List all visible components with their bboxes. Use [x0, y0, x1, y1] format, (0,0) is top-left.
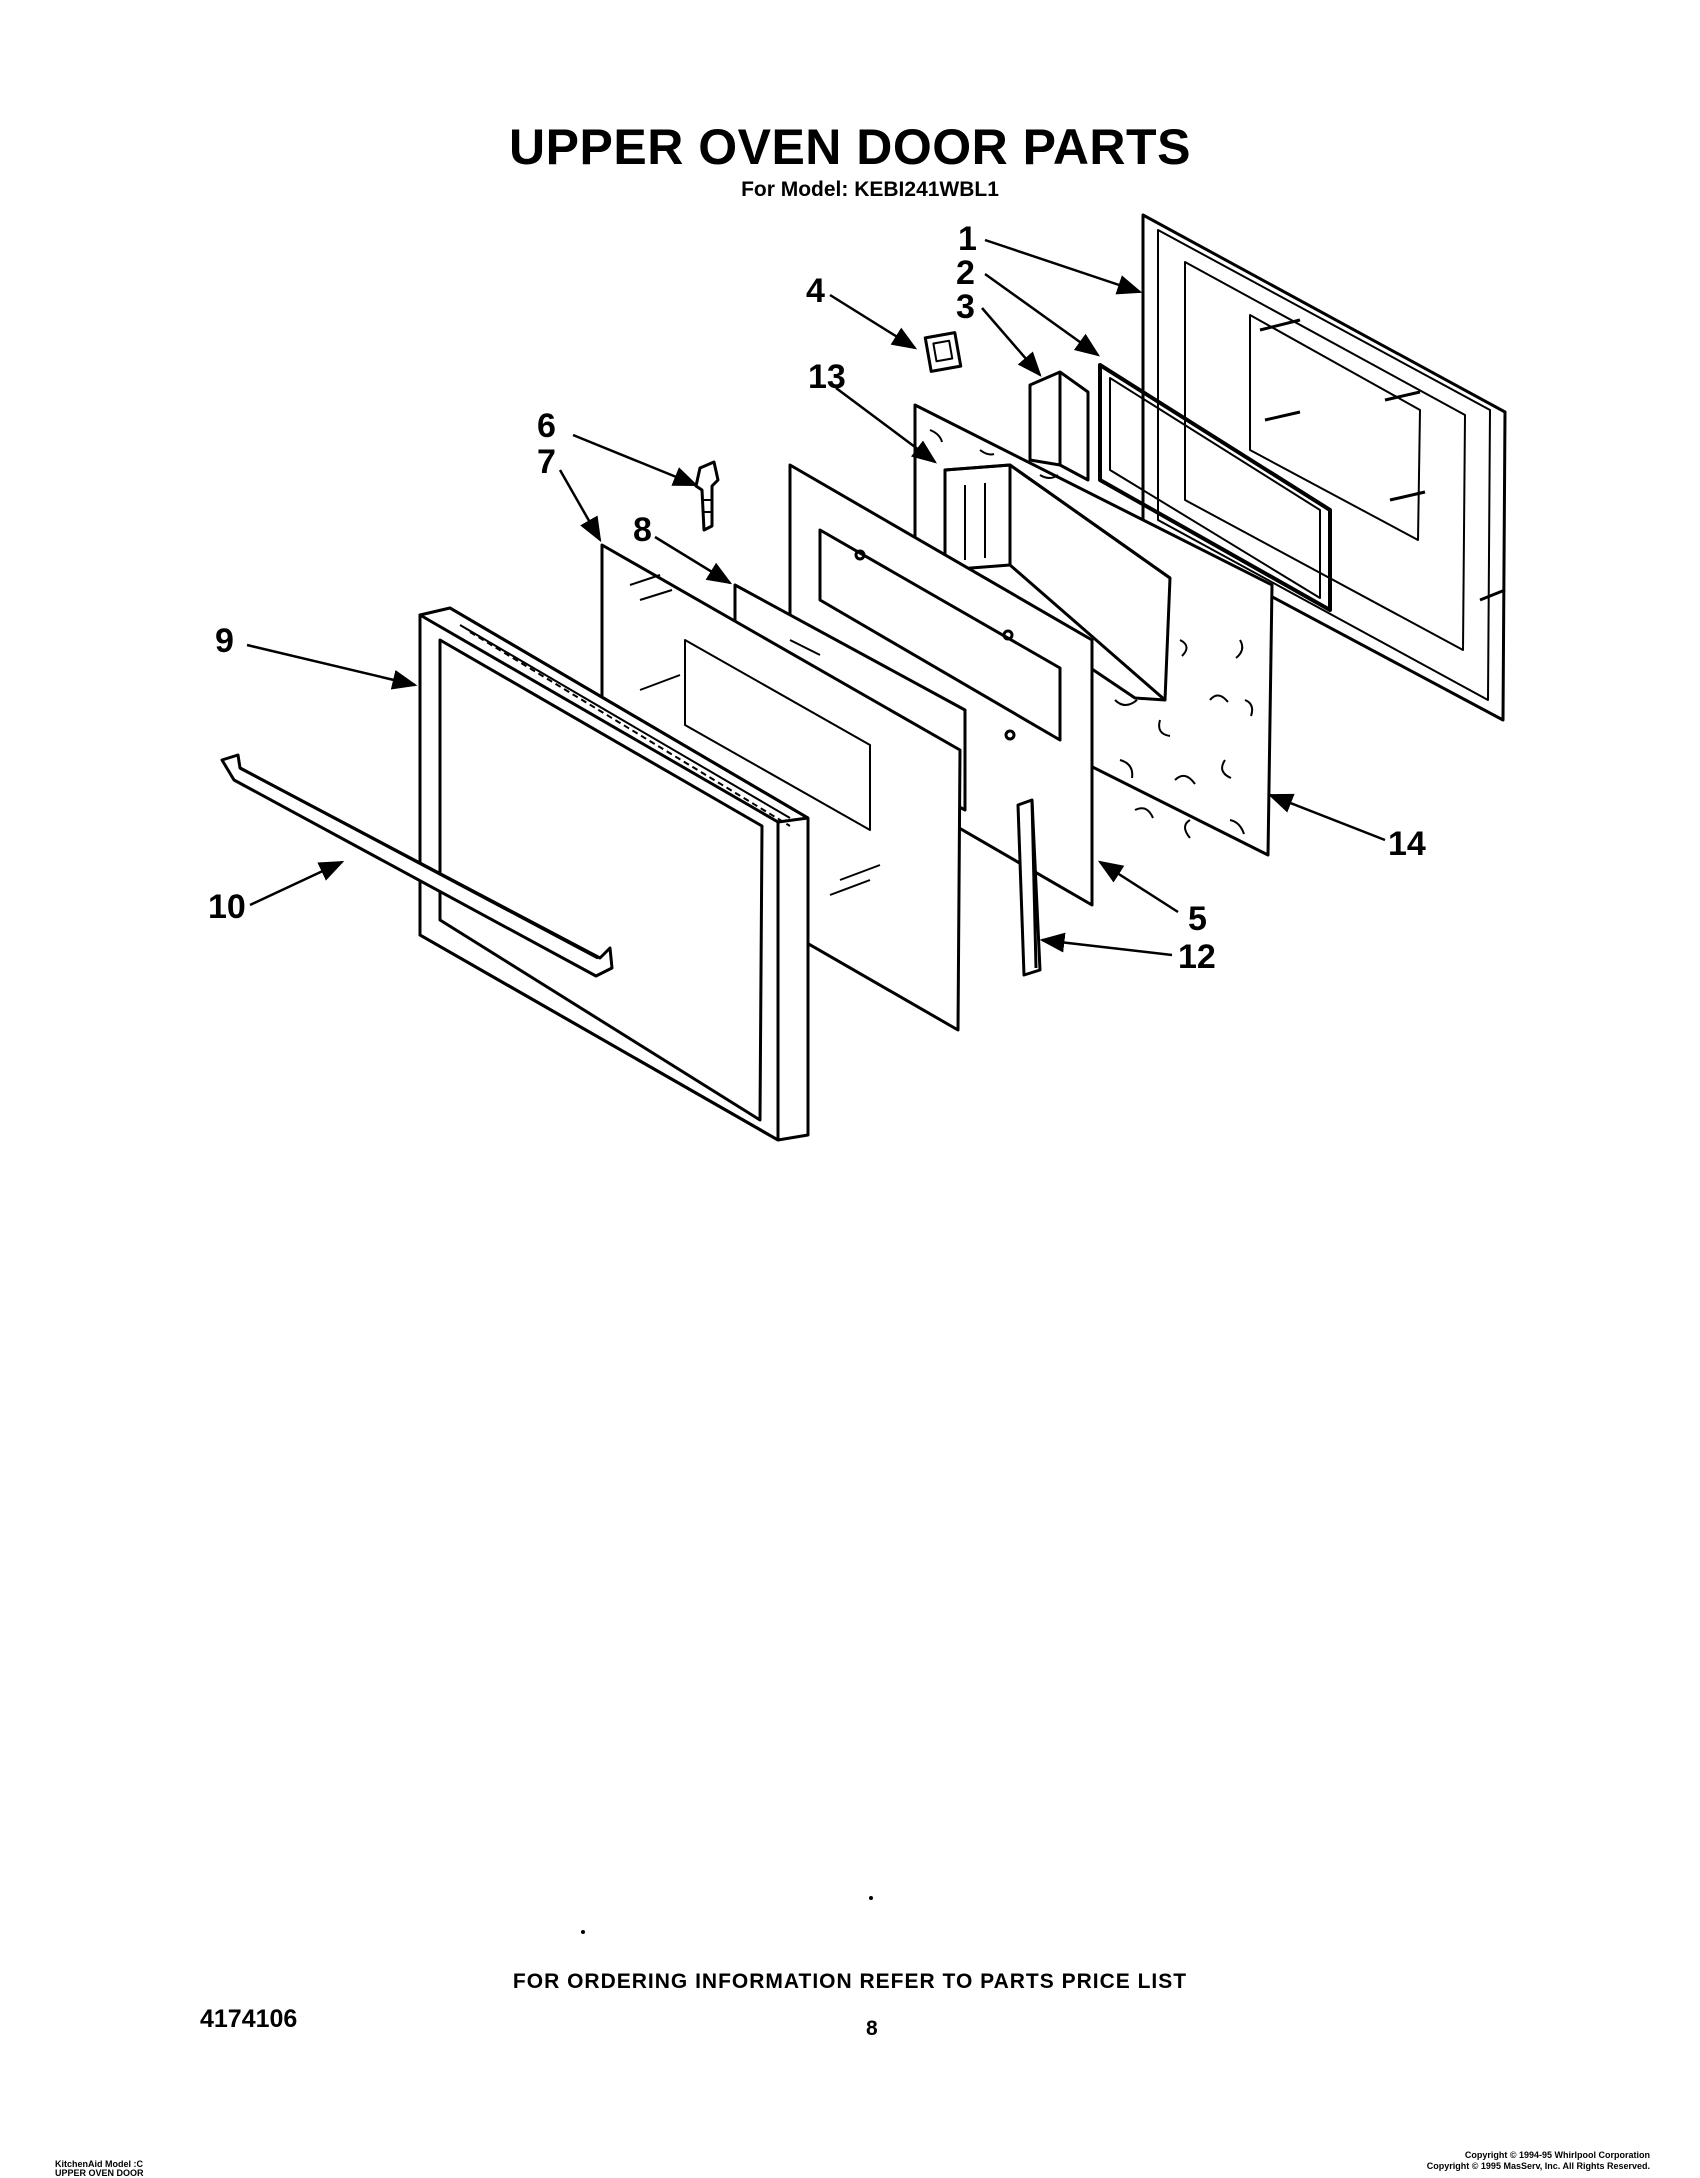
side-trim-strip [1016, 798, 1042, 977]
hinge-pin [694, 460, 720, 532]
callout-8: 8 [633, 511, 652, 549]
page-title: UPPER OVEN DOOR PARTS [509, 119, 1191, 175]
callout-labels: 1 2 3 4 5 6 7 8 9 10 12 13 14 [208, 220, 1426, 976]
door-handle [220, 753, 614, 978]
copyright-whirlpool: Copyright © 1994-95 Whirlpool Corporatio… [1464, 2150, 1650, 2160]
callout-3: 3 [956, 288, 975, 326]
callout-12: 12 [1178, 938, 1216, 976]
callout-4: 4 [806, 272, 825, 310]
air-duct-box [943, 463, 1172, 702]
callout-10: 10 [208, 888, 246, 926]
footer-model-line: KitchenAid Model :C [55, 2159, 143, 2169]
footer-model-info: KitchenAid Model :C UPPER OVEN DOOR [55, 2160, 144, 2178]
callout-5: 5 [1188, 900, 1207, 938]
callout-7: 7 [537, 443, 556, 481]
footer-copyright: Copyright © 1994-95 Whirlpool Corporatio… [1427, 2150, 1650, 2172]
callout-14: 14 [1388, 825, 1426, 863]
page-number: 8 [866, 2017, 878, 2040]
callout-2: 2 [956, 254, 975, 292]
door-channel [1028, 370, 1090, 482]
leader-lines [246, 238, 1386, 957]
document-number: 4174106 [200, 2005, 298, 2033]
outer-door-frame [418, 606, 810, 1142]
scan-specks [581, 1896, 873, 1934]
callout-6: 6 [537, 407, 556, 445]
model-subtitle: For Model: KEBI241WBL1 [741, 178, 999, 201]
door-clip [923, 331, 963, 373]
ordering-info: FOR ORDERING INFORMATION REFER TO PARTS … [512, 1970, 1188, 1993]
callout-13: 13 [808, 358, 846, 396]
callout-1: 1 [958, 220, 977, 258]
footer-section-line: UPPER OVEN DOOR [55, 2168, 144, 2178]
callout-9: 9 [215, 622, 234, 660]
copyright-masserv: Copyright © 1995 MasServ, Inc. All Right… [1426, 2161, 1650, 2171]
door-gasket [1098, 363, 1332, 612]
